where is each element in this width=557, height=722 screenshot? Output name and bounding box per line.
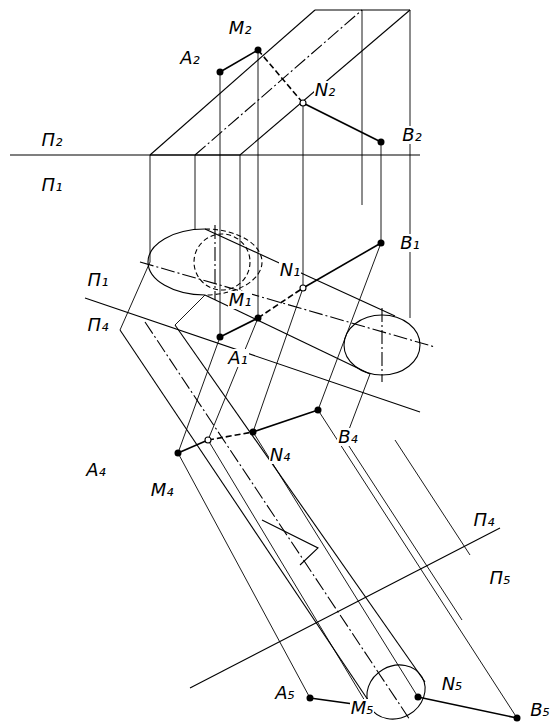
point-label: A₄ xyxy=(85,461,107,479)
point-label: Π₄ xyxy=(87,316,110,334)
axis-line xyxy=(190,528,500,688)
point-label: B₅ xyxy=(529,701,551,719)
point-label: Π₂ xyxy=(41,131,64,149)
point-label: M₅ xyxy=(350,699,375,717)
point-label: B₄ xyxy=(337,428,359,446)
point-label: A₂ xyxy=(179,49,201,67)
point-label: N₄ xyxy=(269,446,292,464)
point-label: B₂ xyxy=(401,126,423,144)
axis-line xyxy=(10,154,420,155)
point-label: A₅ xyxy=(274,684,296,702)
segment-ab xyxy=(178,50,517,718)
point-label: M₁ xyxy=(228,291,253,309)
point-label: M₂ xyxy=(228,19,253,37)
point-label: B₁ xyxy=(399,234,421,252)
cylinder-front xyxy=(150,10,410,155)
link-lines xyxy=(120,243,381,453)
cylinder-aux xyxy=(120,322,435,722)
point-label: A₁ xyxy=(227,349,249,367)
hidden-points xyxy=(205,100,306,443)
cylinder-top xyxy=(140,225,435,382)
link-lines xyxy=(150,10,410,337)
point-label: N₁ xyxy=(279,261,302,279)
point-label: Π₄ xyxy=(473,511,496,529)
point-label: N₅ xyxy=(441,675,464,693)
point-label: N₂ xyxy=(314,81,337,99)
points xyxy=(175,47,521,722)
point-label: Π₁ xyxy=(41,176,64,194)
point-label: M₄ xyxy=(150,481,175,499)
link-lines xyxy=(178,410,517,718)
point-label: Π₁ xyxy=(87,271,110,289)
point-label: Π₅ xyxy=(489,569,512,587)
axis-line xyxy=(85,298,420,412)
